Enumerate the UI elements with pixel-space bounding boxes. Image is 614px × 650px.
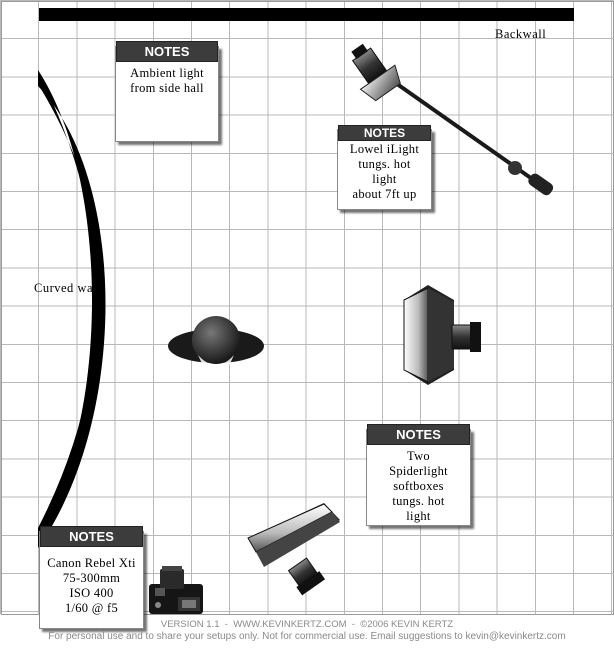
note-line: light [372, 172, 397, 186]
note-line: Canon Rebel Xti [47, 556, 136, 570]
note-header: NOTES [116, 41, 218, 62]
note-line: ISO 400 [69, 586, 114, 600]
note-header: NOTES [40, 526, 143, 547]
curved-wall-label: Curved wall [34, 281, 101, 295]
note-line: light [406, 509, 431, 523]
note-line: 1/60 @ f5 [64, 601, 119, 615]
note-camera: NOTES Canon Rebel Xti 75-300mm ISO 400 1… [39, 526, 144, 629]
backwall-label: Backwall [495, 27, 547, 41]
note-softboxes: NOTES Two Spiderlight softboxes tungs. h… [366, 424, 471, 526]
note-line: Two [407, 449, 430, 463]
footer-version: VERSION 1.1 - WWW.KEVINKERTZ.COM - ©2006… [160, 619, 454, 630]
note-line: Spiderlight [389, 464, 448, 478]
footer-usage: For personal use and to share your setup… [48, 631, 566, 642]
note-ambient-light: NOTES Ambient light from side hall [115, 41, 219, 142]
softbox-bottom-icon [247, 503, 340, 596]
note-line: about 7ft up [352, 187, 417, 201]
camera-icon [149, 566, 203, 614]
setup-diagram [38, 8, 574, 614]
backwall [39, 8, 574, 21]
note-line: tungs. hot [392, 494, 445, 508]
note-ilight: NOTES Lowel iLight tungs. hot light abou… [337, 125, 432, 210]
note-header: NOTES [367, 424, 470, 445]
note-line: 75-300mm [62, 571, 121, 585]
subject-icon [168, 316, 264, 373]
note-line: softboxes [393, 479, 444, 493]
ilight-boom-icon [351, 43, 554, 196]
softbox-right-icon [403, 285, 481, 385]
note-line: tungs. hot [358, 157, 411, 171]
note-line: from side hall [130, 81, 204, 95]
note-line: Ambient light [130, 66, 204, 80]
note-line: Lowel iLight [349, 142, 420, 156]
note-header: NOTES [338, 125, 431, 141]
